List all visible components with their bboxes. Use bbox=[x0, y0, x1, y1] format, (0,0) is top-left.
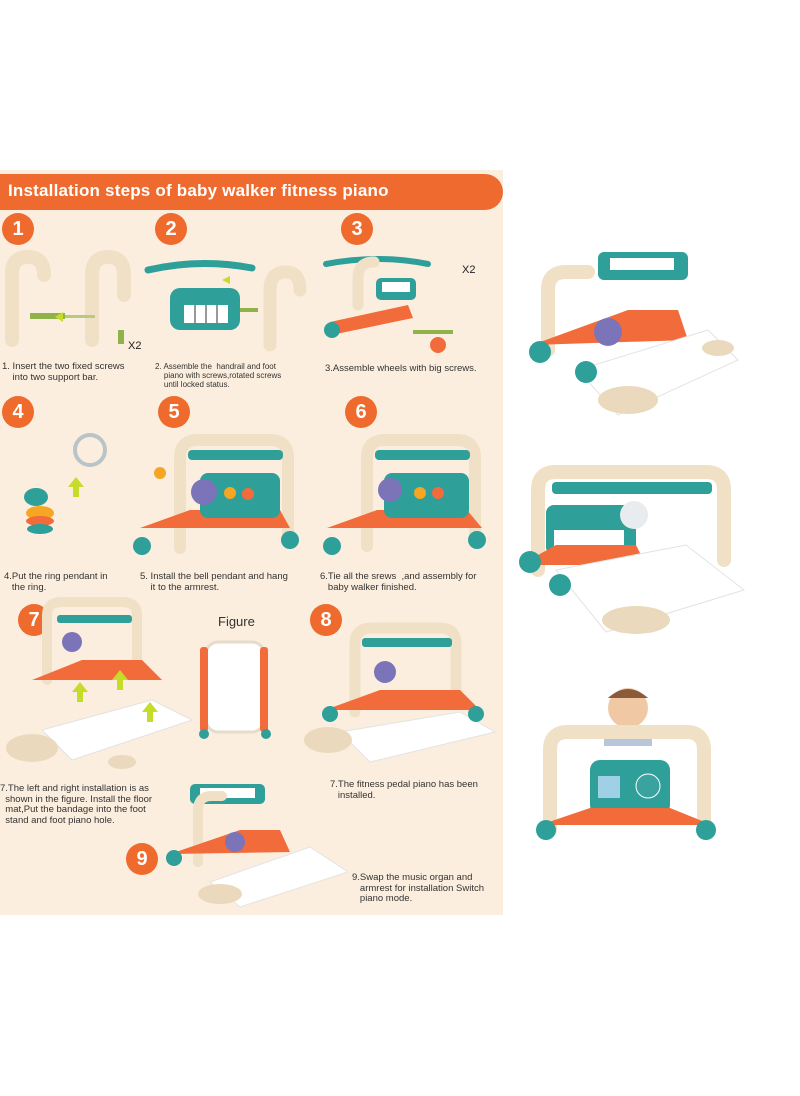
step-caption-2: 2. Assemble the handrail and foot piano … bbox=[155, 362, 282, 389]
step-number-5: 5 bbox=[158, 396, 190, 428]
piano-mode-illustration bbox=[166, 784, 350, 908]
support-bar-illustration bbox=[5, 249, 131, 347]
step-caption-7: 7.The left and right installation is as … bbox=[0, 783, 153, 826]
handrail-piano-illustration bbox=[144, 259, 307, 352]
step-caption-3: 3.Assemble wheels with big screws. bbox=[325, 363, 477, 374]
step-number-3: 3 bbox=[341, 213, 373, 245]
step-caption-8: 7.The fitness pedal piano has been insta… bbox=[330, 779, 478, 801]
product-photo-walker-mode bbox=[536, 688, 716, 840]
step-number-9: 9 bbox=[126, 843, 158, 875]
step-caption-5: 5. Install the bell pendant and hang it … bbox=[140, 571, 288, 593]
screw-count-badge: X2 bbox=[128, 340, 142, 352]
step-caption-9: 9.Swap the music organ and armrest for i… bbox=[352, 872, 484, 904]
side-view-figure bbox=[199, 640, 271, 739]
title-banner: Installation steps of baby walker fitnes… bbox=[0, 174, 503, 210]
step-number-8: 8 bbox=[310, 604, 342, 636]
step-number-2: 2 bbox=[155, 213, 187, 245]
floor-mat-illustration bbox=[6, 597, 194, 769]
bell-pendant-illustration bbox=[133, 434, 299, 555]
step-number-1: 1 bbox=[2, 213, 34, 245]
step-number-4: 4 bbox=[2, 396, 34, 428]
wheels-illustration bbox=[323, 256, 453, 353]
step-caption-1: 1. Insert the two fixed screws into two … bbox=[2, 361, 125, 383]
step-caption-4: 4.Put the ring pendant in the ring. bbox=[4, 571, 108, 593]
step-number-6: 6 bbox=[345, 396, 377, 428]
screw-count-badge: X2 bbox=[462, 264, 476, 276]
figure-label: Figure bbox=[218, 614, 255, 629]
walker-finished-illustration bbox=[323, 434, 486, 555]
product-photo-piano-mode bbox=[529, 252, 739, 416]
fitness-pedal-illustration bbox=[304, 622, 497, 763]
step-caption-6: 6.Tie all the srews ,and assembly for ba… bbox=[320, 571, 477, 593]
ring-pendant-illustration bbox=[24, 433, 107, 534]
product-photo-gym-mode bbox=[519, 465, 746, 634]
page-title: Installation steps of baby walker fitnes… bbox=[8, 181, 389, 200]
